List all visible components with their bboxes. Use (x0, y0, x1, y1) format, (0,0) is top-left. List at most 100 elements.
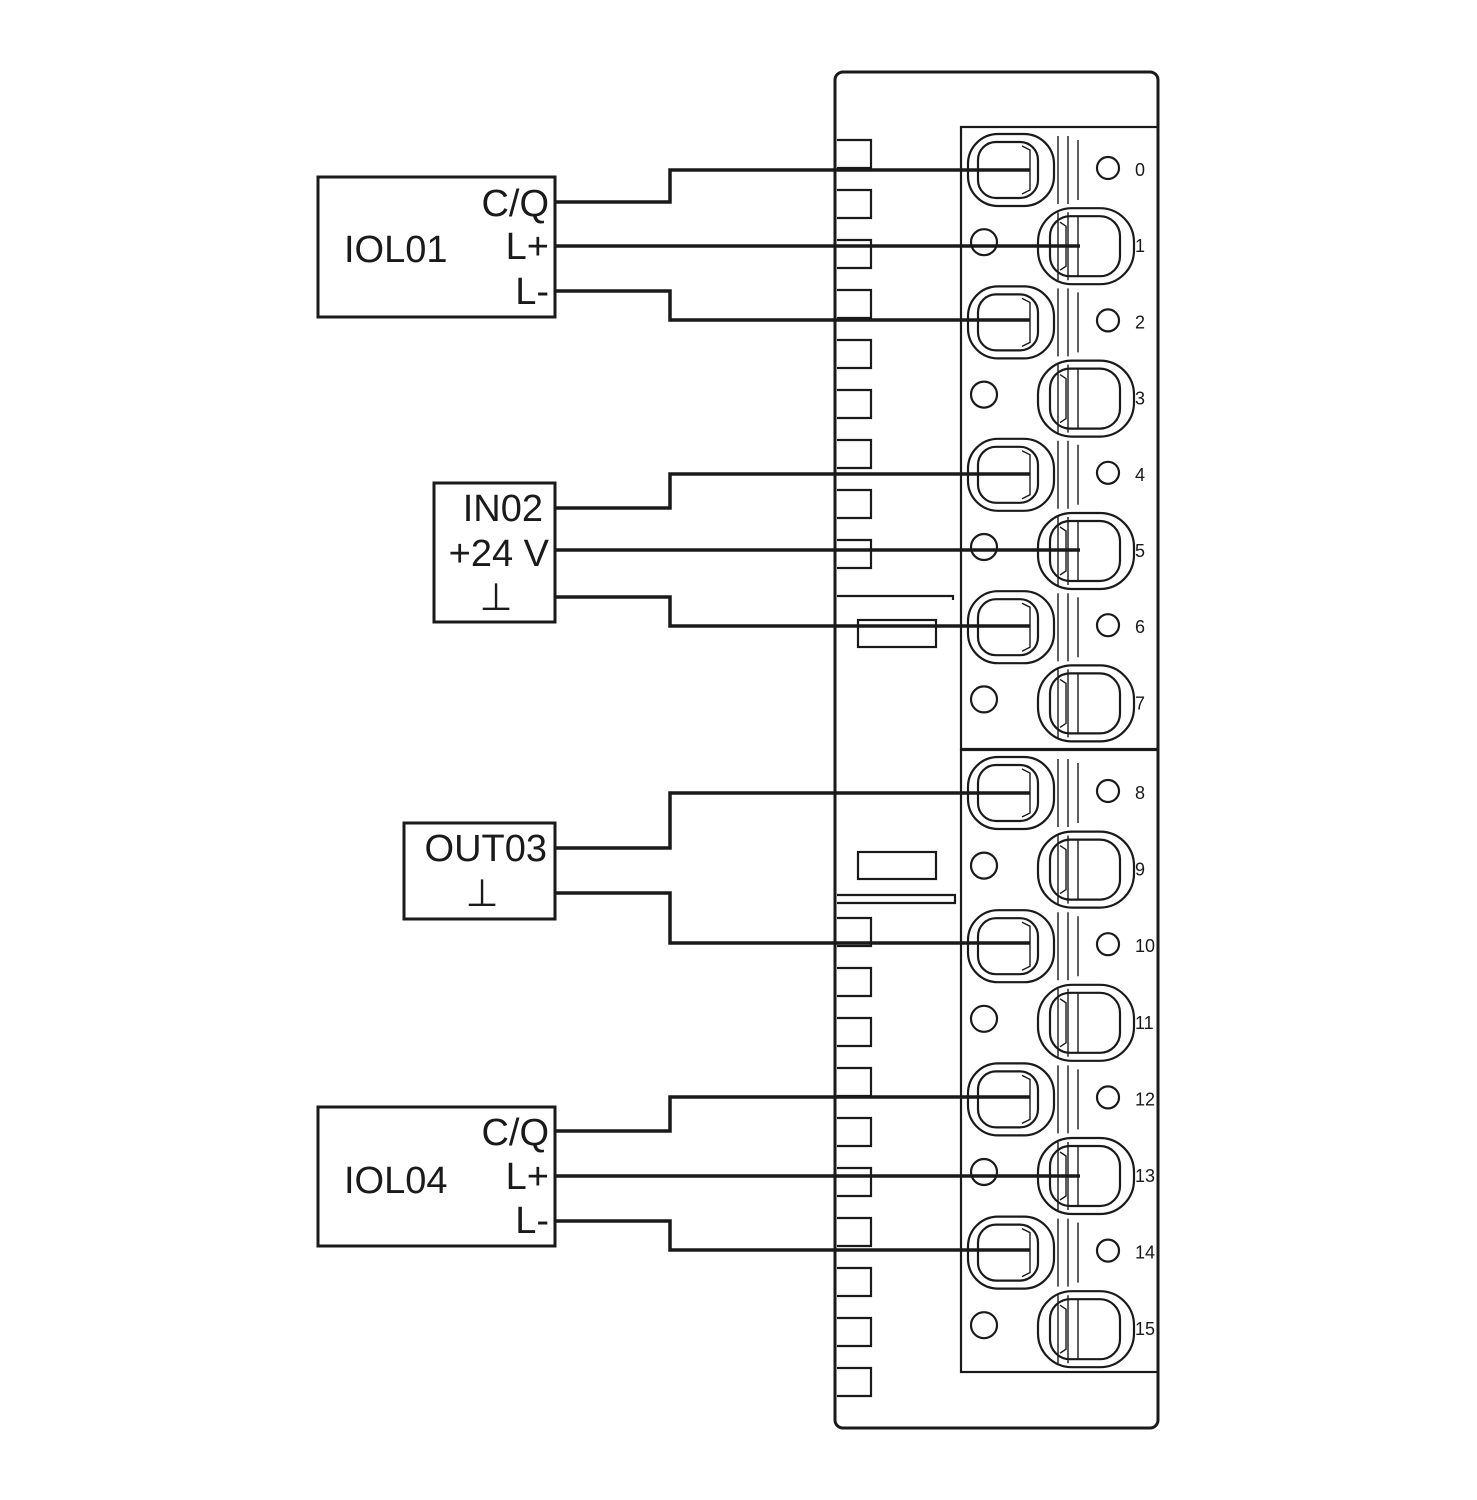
wire-iol01-cq (555, 168, 1030, 204)
terminal-label: 0 (1135, 160, 1145, 180)
test-point (1095, 460, 1121, 485)
terminal-10 (966, 909, 1121, 984)
pin-label-lplus: L+ (506, 1156, 549, 1198)
wire-iol04-lminus (555, 1219, 1030, 1252)
terminal-contact (1021, 1074, 1031, 1125)
terminal-contact (1021, 297, 1031, 348)
terminal-label: 10 (1135, 936, 1155, 956)
housing-rib (837, 388, 873, 420)
housing-rib (837, 1116, 873, 1148)
terminal-15 (969, 1290, 1136, 1369)
latch-outline-bottom (837, 893, 957, 905)
pin-label-ground: ⊥ (465, 873, 498, 915)
terminal-opening-outer (1036, 664, 1136, 743)
device-name: OUT03 (425, 828, 547, 870)
terminal-opening-inner (1048, 367, 1122, 430)
terminal-contact (1059, 998, 1067, 1048)
terminal-opening-outer (1036, 359, 1136, 438)
latch-outline-top (837, 594, 955, 600)
pin-label-ground: ⊥ (479, 577, 512, 619)
terminal-contact (1059, 845, 1067, 895)
test-point (1095, 932, 1121, 957)
device-in02: IN02 +24 V ⊥ (432, 481, 557, 624)
device-name: IN02 (463, 488, 543, 530)
terminal-stripes (1057, 593, 1079, 662)
terminal-label: 3 (1135, 389, 1145, 409)
housing-ribs (837, 138, 873, 1398)
housing-rib (837, 488, 873, 520)
wire-iol04-cq (555, 1095, 1030, 1133)
test-point (969, 1157, 999, 1187)
terminal-label: 2 (1135, 312, 1145, 332)
terminal-opening-inner (976, 293, 1040, 352)
terminal-3 (969, 359, 1136, 438)
terminal-contact (1021, 1227, 1031, 1278)
housing-rib (837, 238, 873, 270)
device-iol04: IOL04 C/Q L+ L- (316, 1105, 557, 1248)
device-name: IOL01 (344, 229, 448, 271)
device-iol01: IOL01 C/Q L+ L- (316, 175, 557, 319)
terminal-opening-inner (976, 917, 1040, 976)
terminal-opening-inner (976, 1223, 1040, 1282)
terminal-label: 4 (1135, 465, 1145, 485)
terminal-stripes (1057, 669, 1079, 738)
terminal-opening-outer (1036, 1290, 1136, 1369)
terminal-contact (1059, 374, 1067, 424)
terminal-11 (969, 983, 1136, 1062)
terminal-opening-inner (1048, 672, 1122, 735)
housing-rib (837, 916, 873, 948)
terminal-opening-inner (1048, 991, 1122, 1054)
housing-rib (837, 438, 873, 470)
housing-rib (837, 1266, 873, 1298)
terminal-label: 15 (1135, 1319, 1155, 1339)
terminal-stripes (1057, 440, 1079, 509)
housing-rib (837, 1316, 873, 1348)
test-point (969, 532, 999, 562)
wire-iol01-lminus (555, 289, 1030, 322)
terminal-stripes (1057, 835, 1079, 904)
terminal-stripes (1057, 759, 1079, 827)
test-point (1095, 613, 1121, 638)
terminal-label: 8 (1135, 783, 1145, 803)
terminal-label: 7 (1135, 693, 1145, 713)
housing-rib (837, 1016, 873, 1048)
device-out03: OUT03 ⊥ (402, 821, 557, 921)
terminal-opening-inner (1048, 838, 1122, 901)
test-point (969, 228, 999, 257)
terminal-contact (1059, 678, 1067, 728)
housing-rib (837, 1366, 873, 1398)
connector-block-lower (959, 748, 1160, 1374)
terminal-opening-outer (966, 285, 1056, 360)
test-point (1095, 155, 1121, 181)
wire-out03-signal (555, 791, 1030, 850)
terminal-opening-outer (1036, 983, 1136, 1062)
test-point (969, 685, 999, 714)
housing-rib (837, 288, 873, 320)
terminal-stripes (1057, 364, 1079, 433)
wires (555, 168, 1080, 1252)
pin-label-cq: C/Q (481, 1112, 549, 1154)
io-module (833, 70, 1160, 1430)
pin-label-cq: C/Q (481, 183, 549, 225)
terminal-label: 11 (1135, 1013, 1154, 1033)
latch-slot-upper (856, 618, 938, 649)
terminal-contact (1021, 921, 1031, 971)
housing-rib (837, 338, 873, 370)
terminal-stripes (1057, 1295, 1079, 1364)
housing-rib (837, 1166, 873, 1198)
test-point (1095, 778, 1121, 804)
terminal-stripes (1057, 988, 1079, 1057)
wire-in02-signal (555, 472, 1030, 510)
terminal-label: 9 (1135, 860, 1145, 880)
terminal-2 (966, 285, 1121, 360)
pin-label-lplus: L+ (506, 226, 549, 268)
terminal-opening-inner (976, 1070, 1040, 1129)
housing-rib (837, 966, 873, 998)
terminal-opening-outer (1036, 830, 1136, 909)
terminal-opening-inner (1048, 1298, 1122, 1361)
wire-in02-ground (555, 595, 1030, 628)
terminal-contact (1059, 1304, 1067, 1354)
housing-rib (837, 138, 873, 170)
